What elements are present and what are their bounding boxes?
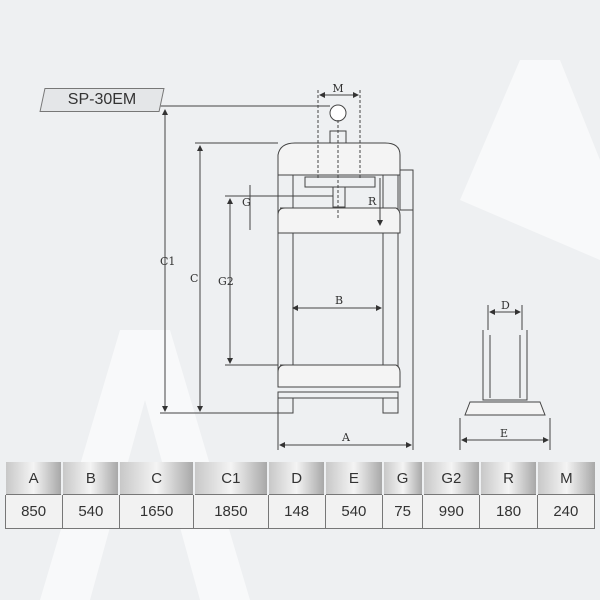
value-cell: 148 — [267, 494, 326, 529]
header-cell: B — [61, 462, 120, 495]
value-cell: 1850 — [193, 494, 269, 529]
value-cell: 75 — [381, 494, 424, 529]
header-cell: D — [267, 462, 326, 495]
model-label: SP-30EM — [39, 88, 165, 112]
press-side-view — [459, 305, 551, 450]
header-cell: C1 — [192, 462, 269, 495]
value-cell: 990 — [422, 494, 481, 529]
value-cell: 240 — [536, 494, 596, 529]
dim-label-g2: G2 — [218, 275, 234, 288]
header-cell: A — [3, 462, 63, 495]
dim-label-a: A — [341, 431, 351, 444]
watermark — [40, 60, 600, 600]
table-header-row: A B C C1 D E G G2 R M — [3, 462, 595, 495]
dimension-lines — [160, 92, 414, 450]
header-cell: G2 — [421, 462, 480, 495]
dim-label-m: M — [332, 82, 343, 95]
value-cell: 540 — [324, 494, 384, 529]
value-cell: 540 — [61, 494, 120, 529]
model-name: SP-30EM — [67, 91, 137, 108]
dim-label-c: C — [190, 272, 198, 285]
header-cell: G — [381, 462, 423, 495]
dim-label-d: D — [501, 299, 510, 312]
dim-label-r: R — [368, 195, 377, 208]
dim-label-e: E — [500, 427, 508, 440]
dim-label-b: B — [335, 294, 343, 307]
value-cell: 1650 — [118, 494, 195, 529]
header-cell: E — [324, 462, 383, 495]
dim-label-c1: C1 — [160, 255, 175, 268]
value-cell: 180 — [479, 494, 538, 529]
dimensions-table: A B C C1 D E G G2 R M 850 540 1650 1850 … — [3, 462, 596, 529]
header-cell: R — [478, 462, 538, 495]
dim-label-g: G — [242, 196, 251, 209]
header-cell: C — [118, 462, 194, 495]
press-front-view — [277, 90, 414, 414]
table-row: 850 540 1650 1850 148 540 75 990 180 240 — [4, 494, 596, 529]
value-cell: 850 — [4, 494, 63, 529]
header-cell: M — [536, 462, 595, 495]
